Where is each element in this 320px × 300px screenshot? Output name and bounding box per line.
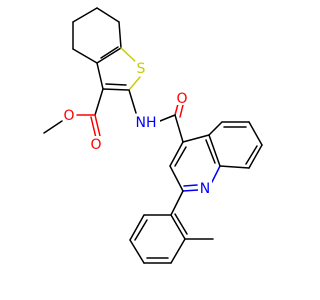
label-bg xyxy=(135,61,148,76)
label-bg xyxy=(133,114,160,129)
bond xyxy=(159,114,176,122)
bond xyxy=(182,134,210,143)
bond xyxy=(96,62,104,90)
bond xyxy=(170,190,184,216)
bond xyxy=(94,88,104,116)
bond xyxy=(118,21,122,49)
bond xyxy=(211,165,221,183)
bond xyxy=(96,7,120,23)
bond xyxy=(102,88,130,91)
methyl-ester xyxy=(43,88,104,139)
bond xyxy=(72,7,98,23)
bond xyxy=(134,219,148,241)
bond xyxy=(182,189,199,192)
bond xyxy=(174,114,184,143)
atom-labels: S O O O NH N xyxy=(63,61,212,197)
label-bg xyxy=(176,90,189,105)
quinoline-pyridine-ring xyxy=(169,134,221,192)
bond xyxy=(90,116,97,139)
bond xyxy=(170,238,186,264)
tolyl-ring xyxy=(129,190,214,264)
amide-oxygen-label: O xyxy=(176,91,187,107)
label-bg xyxy=(198,180,212,195)
bond xyxy=(179,104,184,118)
bond xyxy=(128,89,137,114)
cyclohexane-ring xyxy=(72,7,122,64)
bond xyxy=(248,144,263,169)
bond xyxy=(43,120,63,134)
quinoline-nitrogen-label: N xyxy=(200,181,210,197)
bond xyxy=(169,165,184,192)
structure-svg: S O O O NH N xyxy=(43,7,263,264)
bond xyxy=(100,46,119,59)
bond xyxy=(129,239,145,264)
bond xyxy=(129,214,145,241)
ester-carbonyl-oxygen-label: O xyxy=(90,137,101,153)
bond xyxy=(120,47,138,64)
thiophene-ring xyxy=(96,46,141,91)
molecule-diagram: S O O O NH N xyxy=(43,7,263,264)
bond xyxy=(219,165,250,169)
label-bg xyxy=(63,107,76,122)
bond xyxy=(205,139,216,164)
methoxy-oxygen-label: O xyxy=(63,108,74,124)
bond xyxy=(174,103,179,116)
bond xyxy=(72,48,98,64)
sulfur-label: S xyxy=(137,61,146,77)
amide-nh-label: NH xyxy=(136,115,157,131)
bond xyxy=(248,121,263,146)
bond xyxy=(174,213,188,235)
bond xyxy=(96,47,122,64)
bond xyxy=(245,145,258,165)
amide-linker xyxy=(128,89,184,143)
bond xyxy=(94,114,101,137)
quinoline-benzo-ring xyxy=(208,121,263,169)
bond xyxy=(208,134,221,167)
bond xyxy=(105,83,127,86)
label-bg xyxy=(90,136,103,151)
bond xyxy=(170,214,186,240)
bond xyxy=(174,146,187,167)
bond xyxy=(128,76,141,91)
bond xyxy=(169,141,184,167)
bond xyxy=(183,184,198,187)
bond xyxy=(208,121,223,136)
